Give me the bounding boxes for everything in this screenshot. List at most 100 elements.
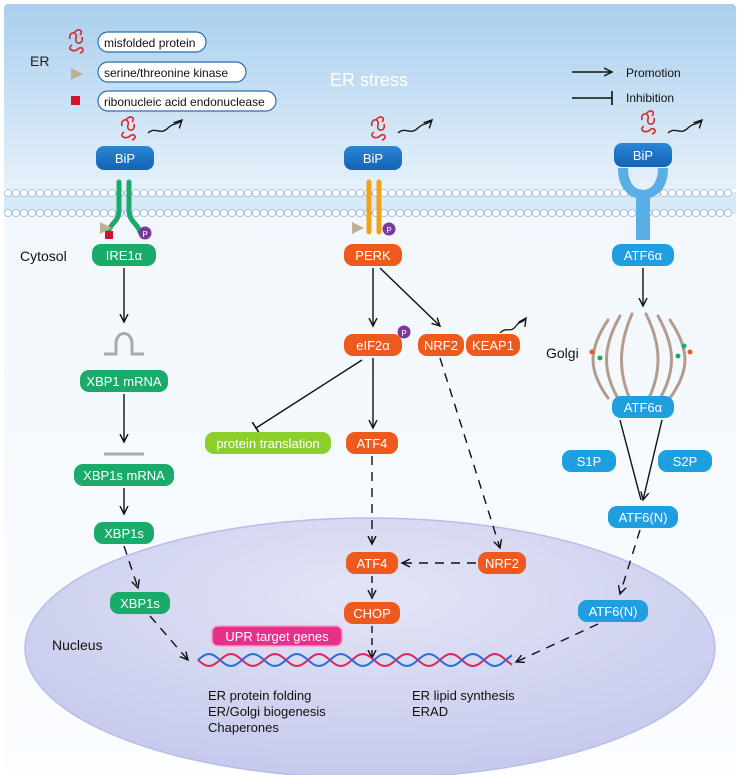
outcomes-right: ER lipid synthesis ERAD <box>412 688 515 719</box>
legend-box-misfolded <box>97 31 207 53</box>
ire1a-node <box>92 244 156 266</box>
atf6a-golgi-label: ATF6α <box>624 400 663 415</box>
bip-atf6 <box>614 143 672 167</box>
perk-label: PERK <box>355 248 391 263</box>
misfolded-protein-icon <box>640 110 656 135</box>
arrow-xbp1s-to-nucleus <box>123 545 138 588</box>
atf6n-cytosol-label: ATF6(N) <box>619 510 668 525</box>
atf6n-nucleus-node <box>578 600 648 622</box>
eif2a-node <box>344 334 402 356</box>
xbp1s-cytosol-label: XBP1s <box>104 526 144 541</box>
protein-translation-label: protein translation <box>216 436 319 451</box>
xbp1-mrna-stemloop-icon <box>104 332 144 356</box>
nrf2-nucleus-node <box>478 552 526 574</box>
upr-target-genes-box <box>211 625 343 647</box>
arrow-nrf2-to-nucleus <box>439 357 500 548</box>
legend-box-kinase <box>97 61 247 83</box>
atf6n-nucleus-label: ATF6(N) <box>589 604 638 619</box>
xbp1s-mrna-label: XBP1s mRNA <box>83 468 165 483</box>
s1p-label: S1P <box>577 454 602 469</box>
misfolded-protein-icon <box>68 29 84 54</box>
protein-translation-node <box>205 432 331 454</box>
legend-rnase-text: ribonucleic acid endonuclease <box>104 95 265 109</box>
cleavage-line-s1p <box>619 419 642 501</box>
xbp1-mrna-node <box>80 370 168 392</box>
s1p-node <box>562 450 616 472</box>
atf4-nucleus-label: ATF4 <box>357 556 388 571</box>
misfolded-protein-icon <box>370 116 386 141</box>
vesicle-icon <box>589 349 595 355</box>
vesicle-icon <box>687 349 693 355</box>
kinase-triangle-icon <box>71 68 83 80</box>
legend: ER misfolded protein serine/threonine ki… <box>30 29 681 112</box>
rnase-square-icon <box>105 231 113 239</box>
phospho-icon <box>397 325 411 339</box>
outcome-chaperones: Chaperones <box>208 720 279 735</box>
xbp1s-mrna-node <box>74 464 174 486</box>
golgi-stack-icon <box>591 312 687 406</box>
bip-ire1-label: BiP <box>115 151 135 166</box>
legend-misfolded-text: misfolded protein <box>104 36 195 50</box>
xbp1s-nucleus-label: XBP1s <box>120 596 160 611</box>
atf6-receptor-icon <box>618 168 668 240</box>
xbp1s-cytosol-node <box>94 522 154 544</box>
atf4-cytosol-node <box>346 432 398 454</box>
bip-perk <box>344 146 402 170</box>
inhibition-label: Inhibition <box>626 91 674 105</box>
outcomes-left: ER protein folding ER/Golgi biogenesis C… <box>208 688 326 735</box>
phospho-label: P <box>142 230 147 239</box>
xbp1s-nucleus-node <box>110 592 170 614</box>
keap1-node <box>466 334 520 356</box>
legend-box-rnase <box>97 90 277 112</box>
rnase-square-icon <box>71 96 80 105</box>
er-label: ER <box>30 53 49 69</box>
outcome-erad: ERAD <box>412 704 448 719</box>
nucleus-envelope <box>24 517 716 775</box>
eif2a-label: eIF2α <box>356 338 390 353</box>
perk-node <box>344 244 402 266</box>
vesicle-icon <box>675 353 681 359</box>
release-arrow <box>499 318 526 334</box>
atf4-nucleus-node <box>346 552 398 574</box>
nucleus-label: Nucleus <box>52 637 103 653</box>
cytosol-label: Cytosol <box>20 248 67 264</box>
nrf2-nucleus-label: NRF2 <box>485 556 519 571</box>
ire1-branch: BiP P IRE1α XBP1 mRNA XBP1s mRNA XBP1s X… <box>74 116 188 660</box>
s2p-label: S2P <box>673 454 698 469</box>
outcome-er-golgi-biogenesis: ER/Golgi biogenesis <box>208 704 326 719</box>
misfolded-protein-icon <box>120 116 136 141</box>
atf6-branch: BiP ATF6α ATF6α S1P S2P ATF6(N) AT <box>516 110 712 662</box>
er-stress-title: ER stress <box>330 70 408 90</box>
outcome-er-lipid-synthesis: ER lipid synthesis <box>412 688 515 703</box>
nrf2-node <box>418 334 464 356</box>
phospho-icon <box>138 226 152 240</box>
arrow-perk-to-nrf2 <box>379 267 440 326</box>
bip-atf6-label: BiP <box>633 148 653 163</box>
perk-transmembrane <box>366 179 382 235</box>
legend-kinase-text: serine/threonine kinase <box>104 66 228 80</box>
kinase-triangle-icon <box>100 222 112 234</box>
xbp1-mrna-label: XBP1 mRNA <box>86 374 161 389</box>
s2p-node <box>658 450 712 472</box>
release-arrow <box>397 120 432 134</box>
arrow-xbp1s-to-genes <box>149 615 188 660</box>
keap1-label: KEAP1 <box>472 338 514 353</box>
chop-label: CHOP <box>353 606 391 621</box>
dna-helix-icon <box>197 652 513 668</box>
nrf2-label: NRF2 <box>424 338 458 353</box>
chop-node <box>344 602 400 624</box>
vesicle-icon <box>597 355 603 361</box>
atf6n-cytosol-node <box>608 506 678 528</box>
arrow-cleavage-s2p <box>643 419 663 500</box>
inhibition-eif2a-to-translation <box>251 359 363 435</box>
release-arrow <box>667 120 702 134</box>
golgi-label: Golgi <box>546 345 579 361</box>
outcome-er-protein-folding: ER protein folding <box>208 688 311 703</box>
phospho-label: P <box>401 329 406 338</box>
perk-branch: BiP P PERK eIF2α P NRF2 KEAP1 protein tr… <box>205 116 526 658</box>
promotion-label: Promotion <box>626 66 681 80</box>
bip-ire1 <box>96 146 154 170</box>
bip-perk-label: BiP <box>363 151 383 166</box>
atf6a-golgi-node <box>612 396 674 418</box>
